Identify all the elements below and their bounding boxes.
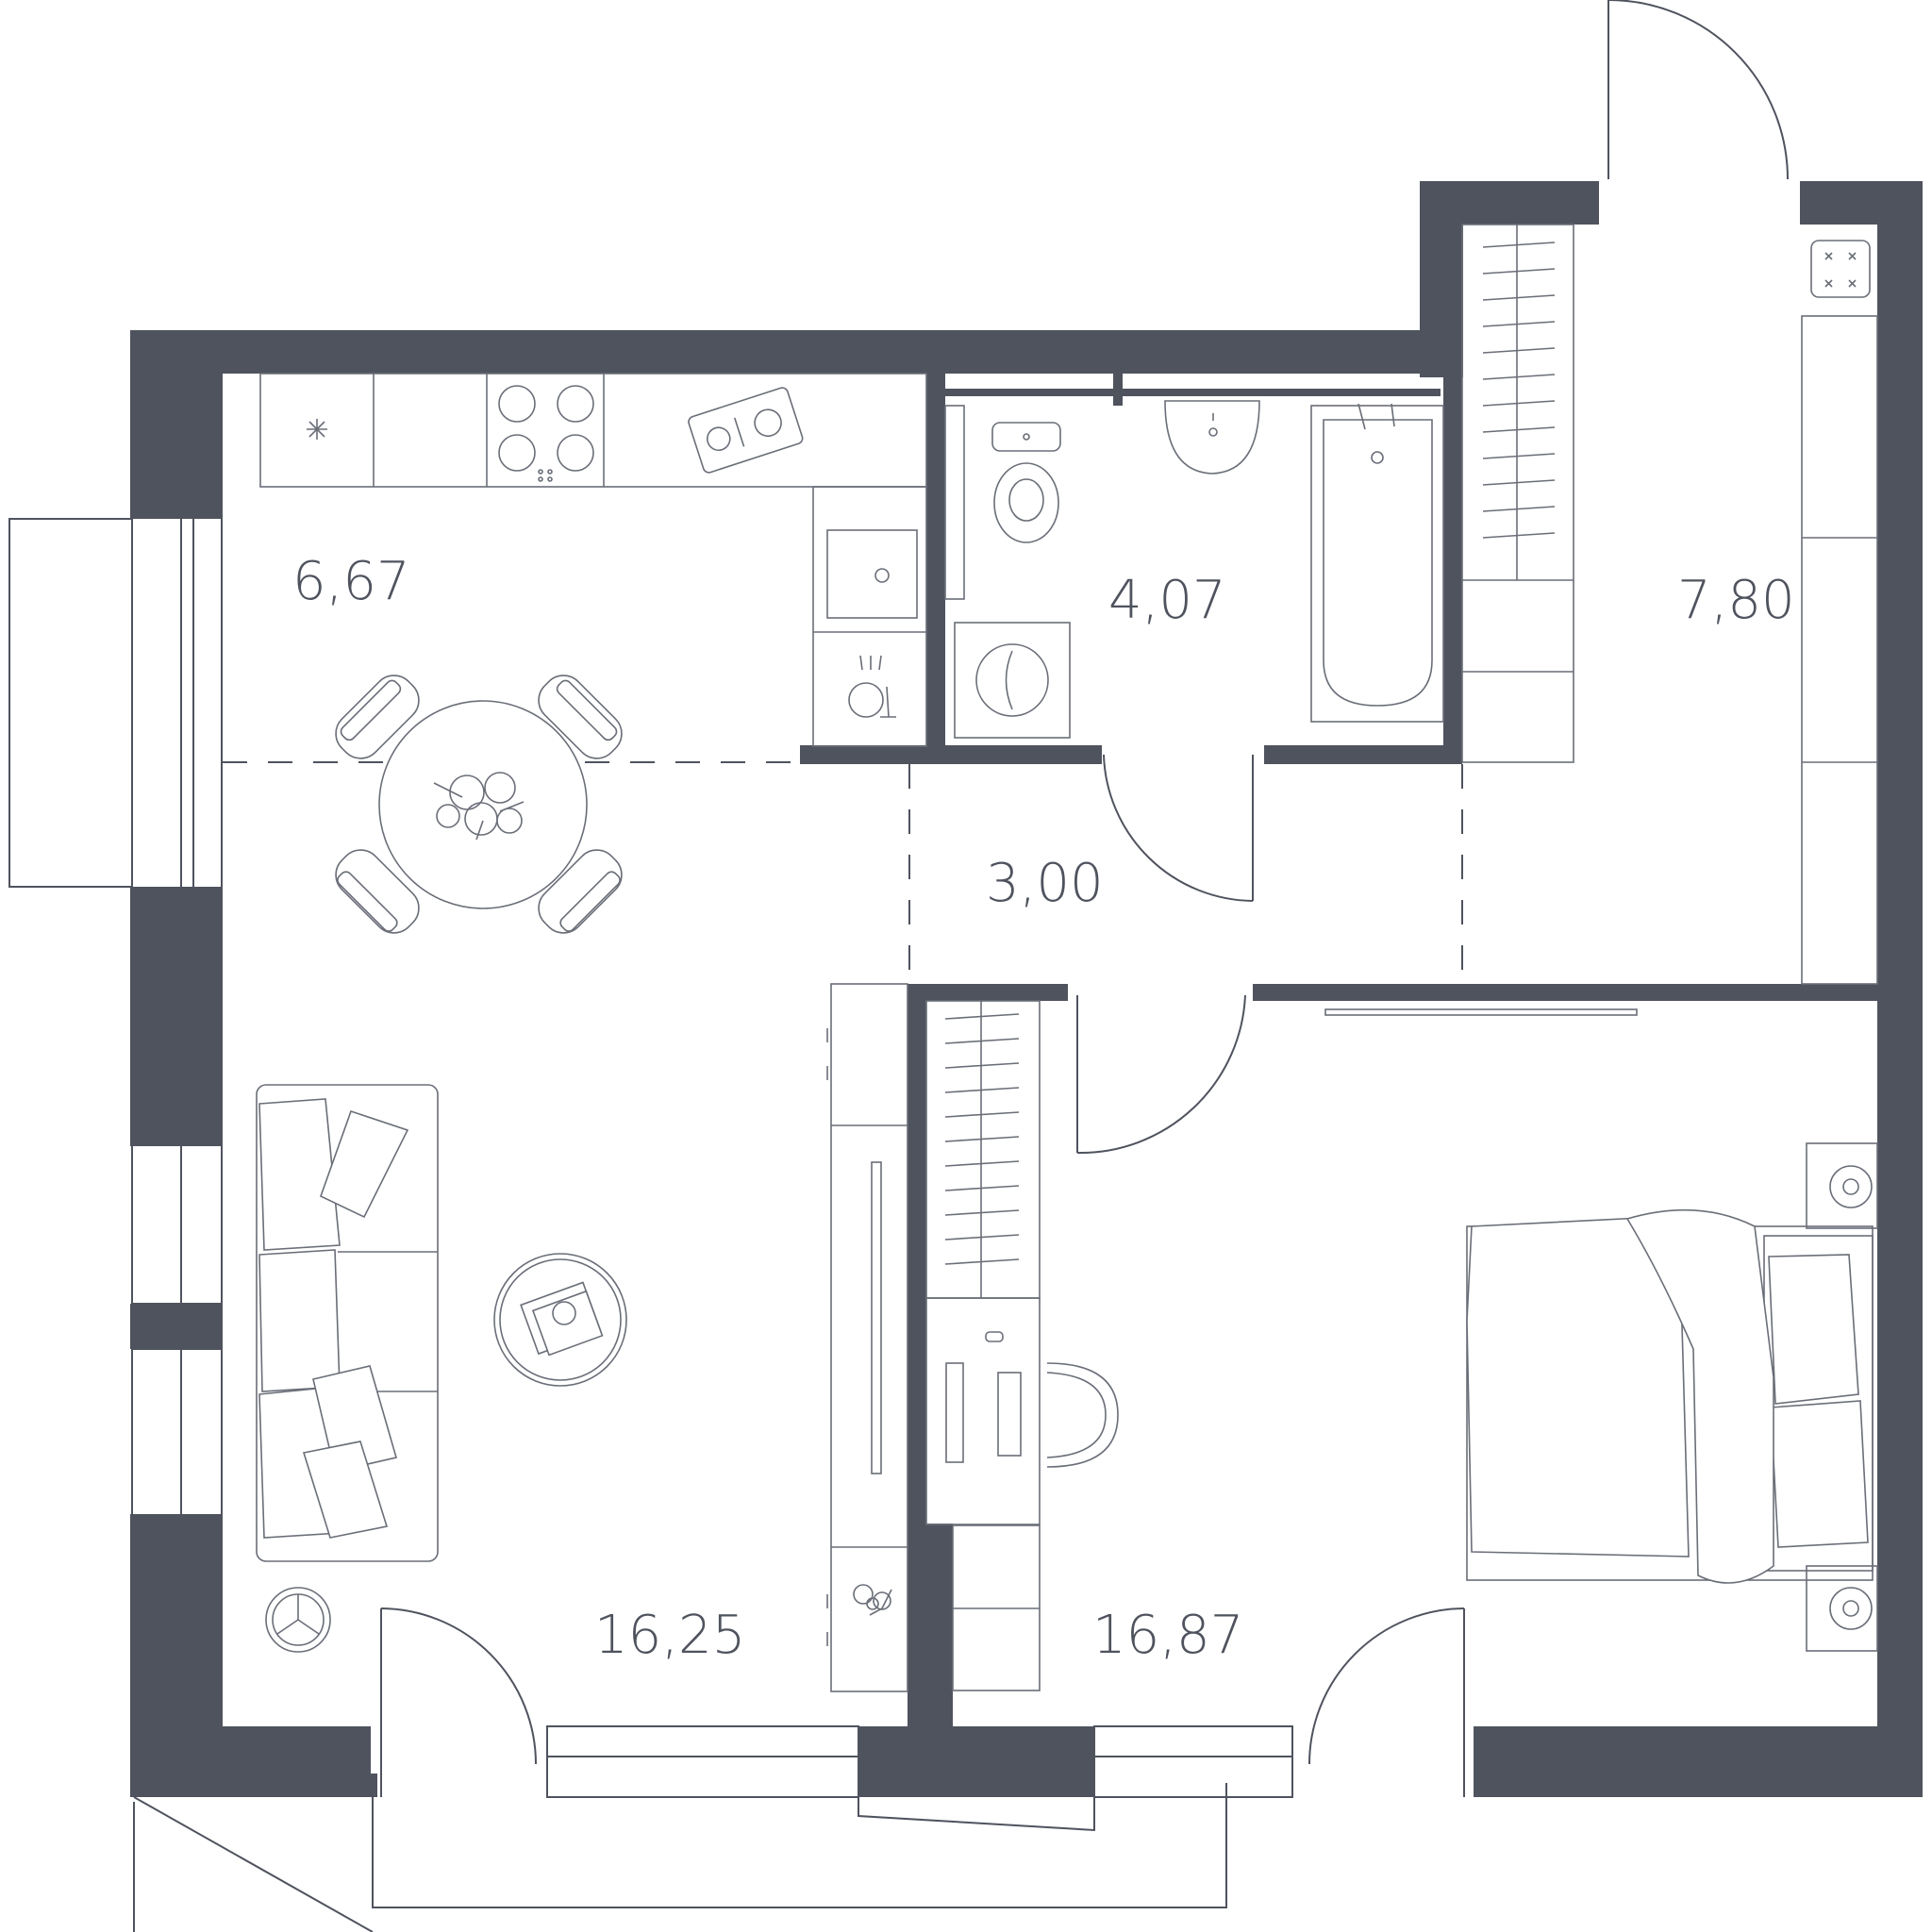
hanger-mark bbox=[1482, 532, 1556, 539]
chair-icon bbox=[538, 849, 623, 934]
kitchen-furniture bbox=[259, 373, 927, 747]
flower-vase-icon bbox=[433, 772, 525, 841]
hanger-mark bbox=[944, 1209, 1020, 1216]
toilet-icon bbox=[991, 422, 1061, 543]
hanger-mark bbox=[1482, 242, 1556, 248]
bottom-balcony-outline bbox=[372, 1783, 1227, 1908]
mouse-icon bbox=[985, 1331, 1004, 1342]
hanger-mark bbox=[1482, 426, 1556, 433]
hanger-mark bbox=[944, 1160, 1020, 1167]
sofa bbox=[256, 1084, 439, 1562]
nightstand-lamp-icon bbox=[1806, 1565, 1878, 1652]
doors bbox=[380, 0, 1789, 1797]
hanger-mark bbox=[944, 1062, 1020, 1069]
hanger-mark bbox=[944, 1185, 1020, 1191]
dishwasher-icon bbox=[848, 655, 896, 718]
entrance-door-swing bbox=[1607, 0, 1789, 180]
area-label-hall: 7,80 bbox=[1677, 570, 1795, 631]
dining-table bbox=[378, 700, 588, 909]
hall-furniture bbox=[1461, 224, 1878, 985]
hanger-mark bbox=[944, 1136, 1020, 1142]
area-label-bedroom: 16,87 bbox=[1092, 1605, 1243, 1666]
desk bbox=[925, 1297, 1041, 1525]
hanger-mark bbox=[944, 1234, 1020, 1241]
chair-icon bbox=[335, 675, 420, 759]
hall-shoe-cabinet bbox=[1801, 315, 1878, 985]
hanger-marks bbox=[1482, 242, 1556, 539]
serving-tray-icon bbox=[688, 387, 804, 474]
hanger-mark bbox=[1482, 374, 1556, 380]
wardrobe-bedroom bbox=[925, 1000, 1041, 1299]
tv-icon bbox=[871, 1161, 882, 1474]
bathroom-fixtures bbox=[944, 400, 1444, 739]
windows bbox=[131, 513, 1293, 1798]
bedroom-door-swing bbox=[1076, 994, 1246, 1155]
monitor-icon bbox=[945, 1362, 964, 1463]
bathtub-icon bbox=[1310, 403, 1444, 723]
hanger-mark bbox=[944, 1258, 1020, 1265]
hanger-mark bbox=[1482, 294, 1556, 301]
bedroom-furniture bbox=[925, 1000, 1878, 1691]
floor-lamp-icon bbox=[265, 1587, 331, 1653]
area-label-corridor: 3,00 bbox=[986, 853, 1104, 914]
balcony-door-1-swing bbox=[380, 1607, 537, 1765]
coffee-table bbox=[493, 1253, 627, 1387]
balcony-door-2-swing bbox=[1308, 1607, 1465, 1765]
switch-panel-icon bbox=[1810, 240, 1871, 298]
radiator bbox=[1324, 1008, 1638, 1016]
left-balcony-box bbox=[8, 518, 133, 888]
hanger-mark bbox=[1482, 453, 1556, 459]
bathroom-door-swing bbox=[1103, 754, 1254, 902]
hanger-mark bbox=[944, 1087, 1020, 1093]
hanger-mark bbox=[1482, 268, 1556, 275]
balcony bbox=[8, 518, 1227, 1932]
hanger-mark bbox=[1482, 400, 1556, 407]
dining-set bbox=[335, 675, 623, 934]
sink-icon bbox=[826, 529, 918, 619]
hanger-mark bbox=[1482, 321, 1556, 327]
keyboard-icon bbox=[997, 1372, 1022, 1457]
kitchen-counter bbox=[259, 373, 927, 488]
desk-chair-icon bbox=[1046, 1362, 1119, 1468]
hanger-mark bbox=[944, 1111, 1020, 1118]
hanger-mark bbox=[1482, 479, 1556, 486]
area-label-living-room: 16,25 bbox=[594, 1605, 745, 1666]
fridge-icon bbox=[307, 419, 327, 440]
bed bbox=[1466, 1208, 1874, 1584]
living-room-furniture bbox=[256, 983, 908, 1692]
area-label-bathroom: 4,07 bbox=[1108, 570, 1226, 631]
nightstand-lamp-icon bbox=[1806, 1142, 1878, 1229]
plant-icon bbox=[853, 1584, 892, 1616]
hanger-mark bbox=[1482, 506, 1556, 512]
chair-icon bbox=[538, 675, 623, 759]
chair-icon bbox=[335, 849, 420, 934]
sink-cabinet bbox=[812, 486, 927, 747]
hanger-mark bbox=[1482, 347, 1556, 354]
stove-icon bbox=[498, 385, 594, 482]
walls bbox=[130, 181, 1923, 1797]
washing-machine-icon bbox=[954, 622, 1071, 739]
hanger-mark bbox=[944, 1013, 1020, 1020]
wardrobe bbox=[1461, 224, 1574, 763]
area-labels: 6,67 4,07 7,80 3,00 16,25 16,87 bbox=[292, 551, 1795, 1666]
tv-unit bbox=[826, 983, 908, 1692]
washbasin-icon bbox=[1164, 400, 1260, 475]
area-label-kitchen: 6,67 bbox=[292, 551, 410, 612]
hanger-mark bbox=[944, 1038, 1020, 1044]
